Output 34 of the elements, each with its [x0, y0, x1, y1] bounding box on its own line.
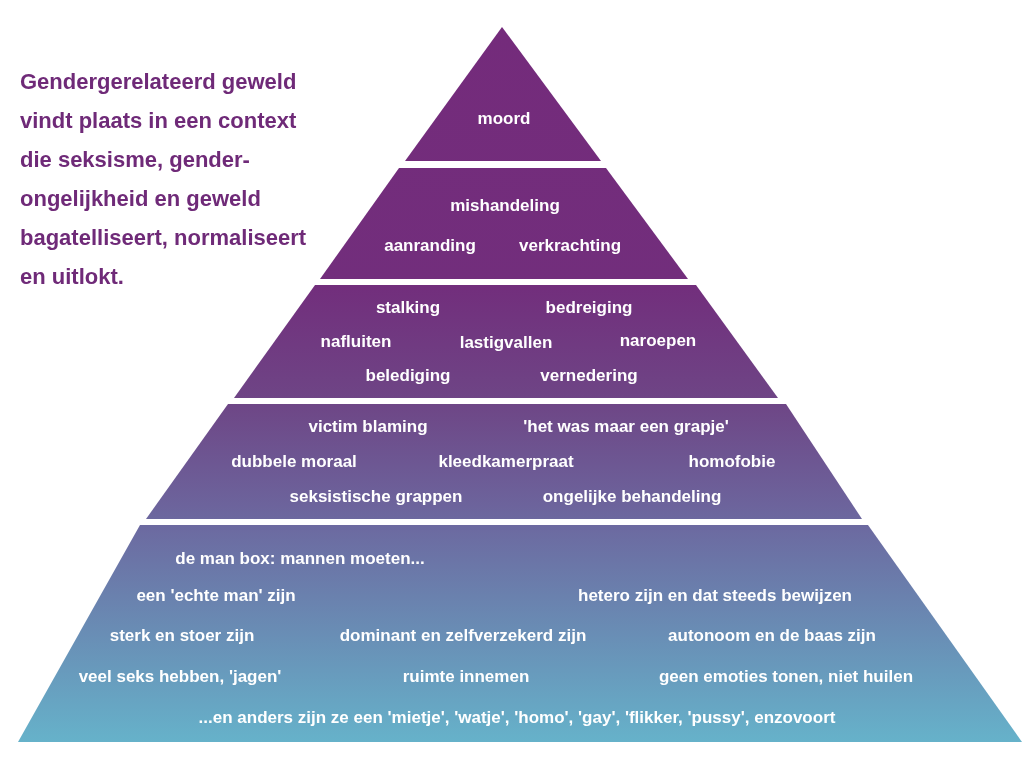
term-label: bedreiging	[545, 298, 633, 318]
term-label: moord	[477, 109, 531, 129]
term-label: mishandeling	[450, 196, 560, 216]
term-label: nafluiten	[320, 332, 392, 352]
term-label: seksistische grappen	[289, 487, 463, 507]
term-label: ruimte innemen	[402, 667, 530, 687]
intro-text: Gendergerelateerd geweld vindt plaats in een context die seksisme, gender-ongelijkheid en geweld bagatelliseert, normaliseert en uitlokt.	[20, 68, 308, 291]
term-label: ...en anders zijn ze een 'mietje', 'watje', 'homo', 'gay', 'flikker, 'pussy', enzovoort	[198, 708, 836, 728]
term-label: verkrachting	[519, 236, 621, 256]
term-label: 'het was maar een grapje'	[523, 417, 729, 437]
term-label: dubbele moraal	[231, 452, 357, 472]
term-label: naroepen	[619, 331, 697, 351]
term-label: belediging	[365, 366, 451, 386]
term-label: de man box: mannen moeten...	[175, 549, 425, 569]
term-label: stalking	[375, 298, 441, 318]
term-label: kleedkamerpraat	[438, 452, 574, 472]
term-label: lastigvallen	[459, 333, 553, 353]
pyramid-tier	[320, 168, 688, 279]
term-label: hetero zijn en dat steeds bewijzen	[578, 586, 852, 606]
term-label: vernedering	[540, 366, 638, 386]
pyramid-tier	[234, 285, 778, 398]
term-label: aanranding	[384, 236, 476, 256]
pyramid-tier	[405, 27, 601, 161]
pyramid-tier	[146, 404, 862, 519]
term-label: homofobie	[688, 452, 776, 472]
term-label: sterk en stoer zijn	[109, 626, 255, 646]
pyramid-tier	[18, 525, 1022, 742]
term-label: victim blaming	[308, 417, 428, 437]
term-label: een 'echte man' zijn	[136, 586, 296, 606]
term-label: geen emoties tonen, niet huilen	[658, 667, 914, 687]
term-label: ongelijke behandeling	[542, 487, 722, 507]
term-label: autonoom en de baas zijn	[668, 626, 876, 646]
term-label: dominant en zelfverzekerd zijn	[339, 626, 587, 646]
term-label: veel seks hebben, 'jagen'	[78, 667, 282, 687]
